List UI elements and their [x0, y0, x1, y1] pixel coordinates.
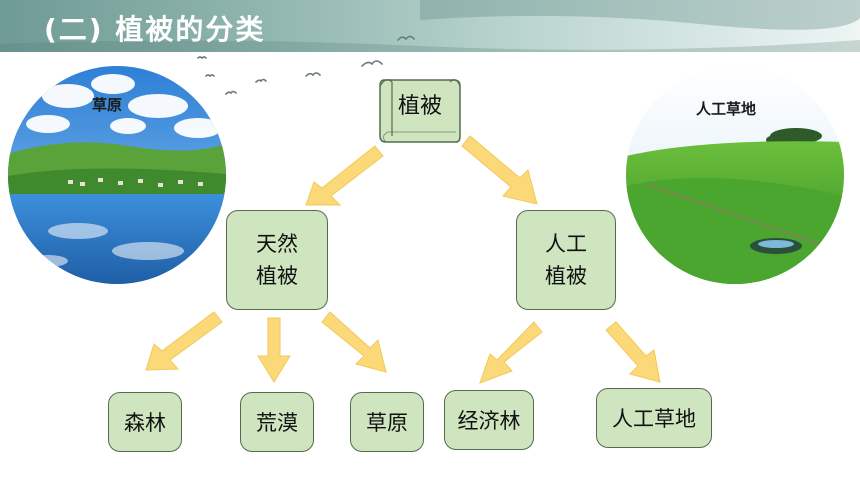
- root-node-label: 植被: [397, 94, 442, 119]
- artificial-grassland-photo-label: 人工草地: [696, 100, 757, 118]
- node-economic-forest: 经济林: [444, 390, 534, 450]
- node-desert: 荒漠: [240, 392, 314, 452]
- node-artificial-vegetation: 人工 植被: [516, 210, 616, 310]
- node-natural-vegetation-label: 天然 植被: [256, 232, 298, 288]
- arrow-natural-to-grassland: [321, 311, 387, 373]
- arrow-root-to-natural: [305, 145, 384, 206]
- node-forest: 森林: [108, 392, 182, 452]
- grassland-photo: [8, 66, 226, 284]
- banner-decoration: [0, 0, 860, 52]
- header-banner: (二) 植被的分类: [0, 0, 860, 52]
- node-grassland-label: 草原: [366, 411, 408, 435]
- arrow-root-to-artificial: [461, 135, 538, 205]
- node-natural-vegetation: 天然 植被: [226, 210, 328, 310]
- artificial-grassland-photo: [626, 66, 844, 284]
- node-desert-label: 荒漠: [256, 411, 298, 435]
- page-title: (二) 植被的分类: [44, 13, 266, 46]
- arrow-artificial-to-artificial-grassland: [605, 321, 661, 383]
- node-economic-forest-label: 经济林: [457, 409, 521, 433]
- arrow-natural-to-forest: [145, 311, 223, 371]
- node-grassland: 草原: [350, 392, 424, 452]
- node-forest-label: 森林: [124, 411, 166, 435]
- node-artificial-grassland: 人工草地: [596, 388, 712, 448]
- node-artificial-grassland-label: 人工草地: [612, 407, 696, 431]
- arrow-artificial-to-economic-forest: [479, 321, 543, 384]
- arrow-natural-to-desert: [257, 317, 291, 383]
- root-scroll: [379, 79, 461, 143]
- grassland-photo-label: 草原: [92, 96, 123, 114]
- node-artificial-vegetation-label: 人工 植被: [545, 232, 587, 288]
